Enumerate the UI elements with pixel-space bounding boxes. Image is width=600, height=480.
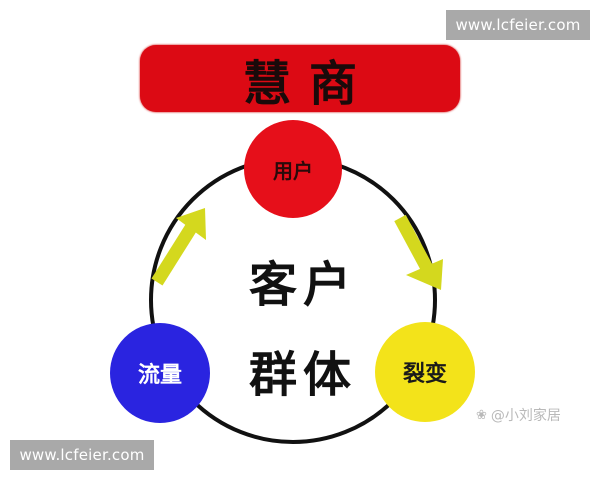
- watermark-top: www.lcfeier.com: [446, 10, 590, 40]
- center-label-line1: 客户: [248, 257, 357, 313]
- arrow-up-right-icon: [151, 208, 206, 286]
- node-user: 用户: [244, 120, 342, 218]
- arrow-down-right-icon: [394, 214, 443, 290]
- title-text: 慧商: [242, 55, 375, 112]
- node-fission: 裂变: [375, 322, 475, 422]
- node-fission-label: 裂变: [402, 362, 447, 387]
- paw-icon: ❀: [476, 407, 487, 423]
- author-credit: ❀ @小刘家居: [476, 405, 561, 425]
- node-traffic: 流量: [110, 323, 210, 423]
- center-label-line2: 群体: [248, 347, 357, 403]
- title-banner: 慧商: [140, 45, 460, 112]
- node-user-label: 用户: [273, 158, 313, 183]
- credit-text: @小刘家居: [490, 408, 561, 424]
- watermark-bottom: www.lcfeier.com: [10, 440, 154, 470]
- node-traffic-label: 流量: [137, 363, 182, 388]
